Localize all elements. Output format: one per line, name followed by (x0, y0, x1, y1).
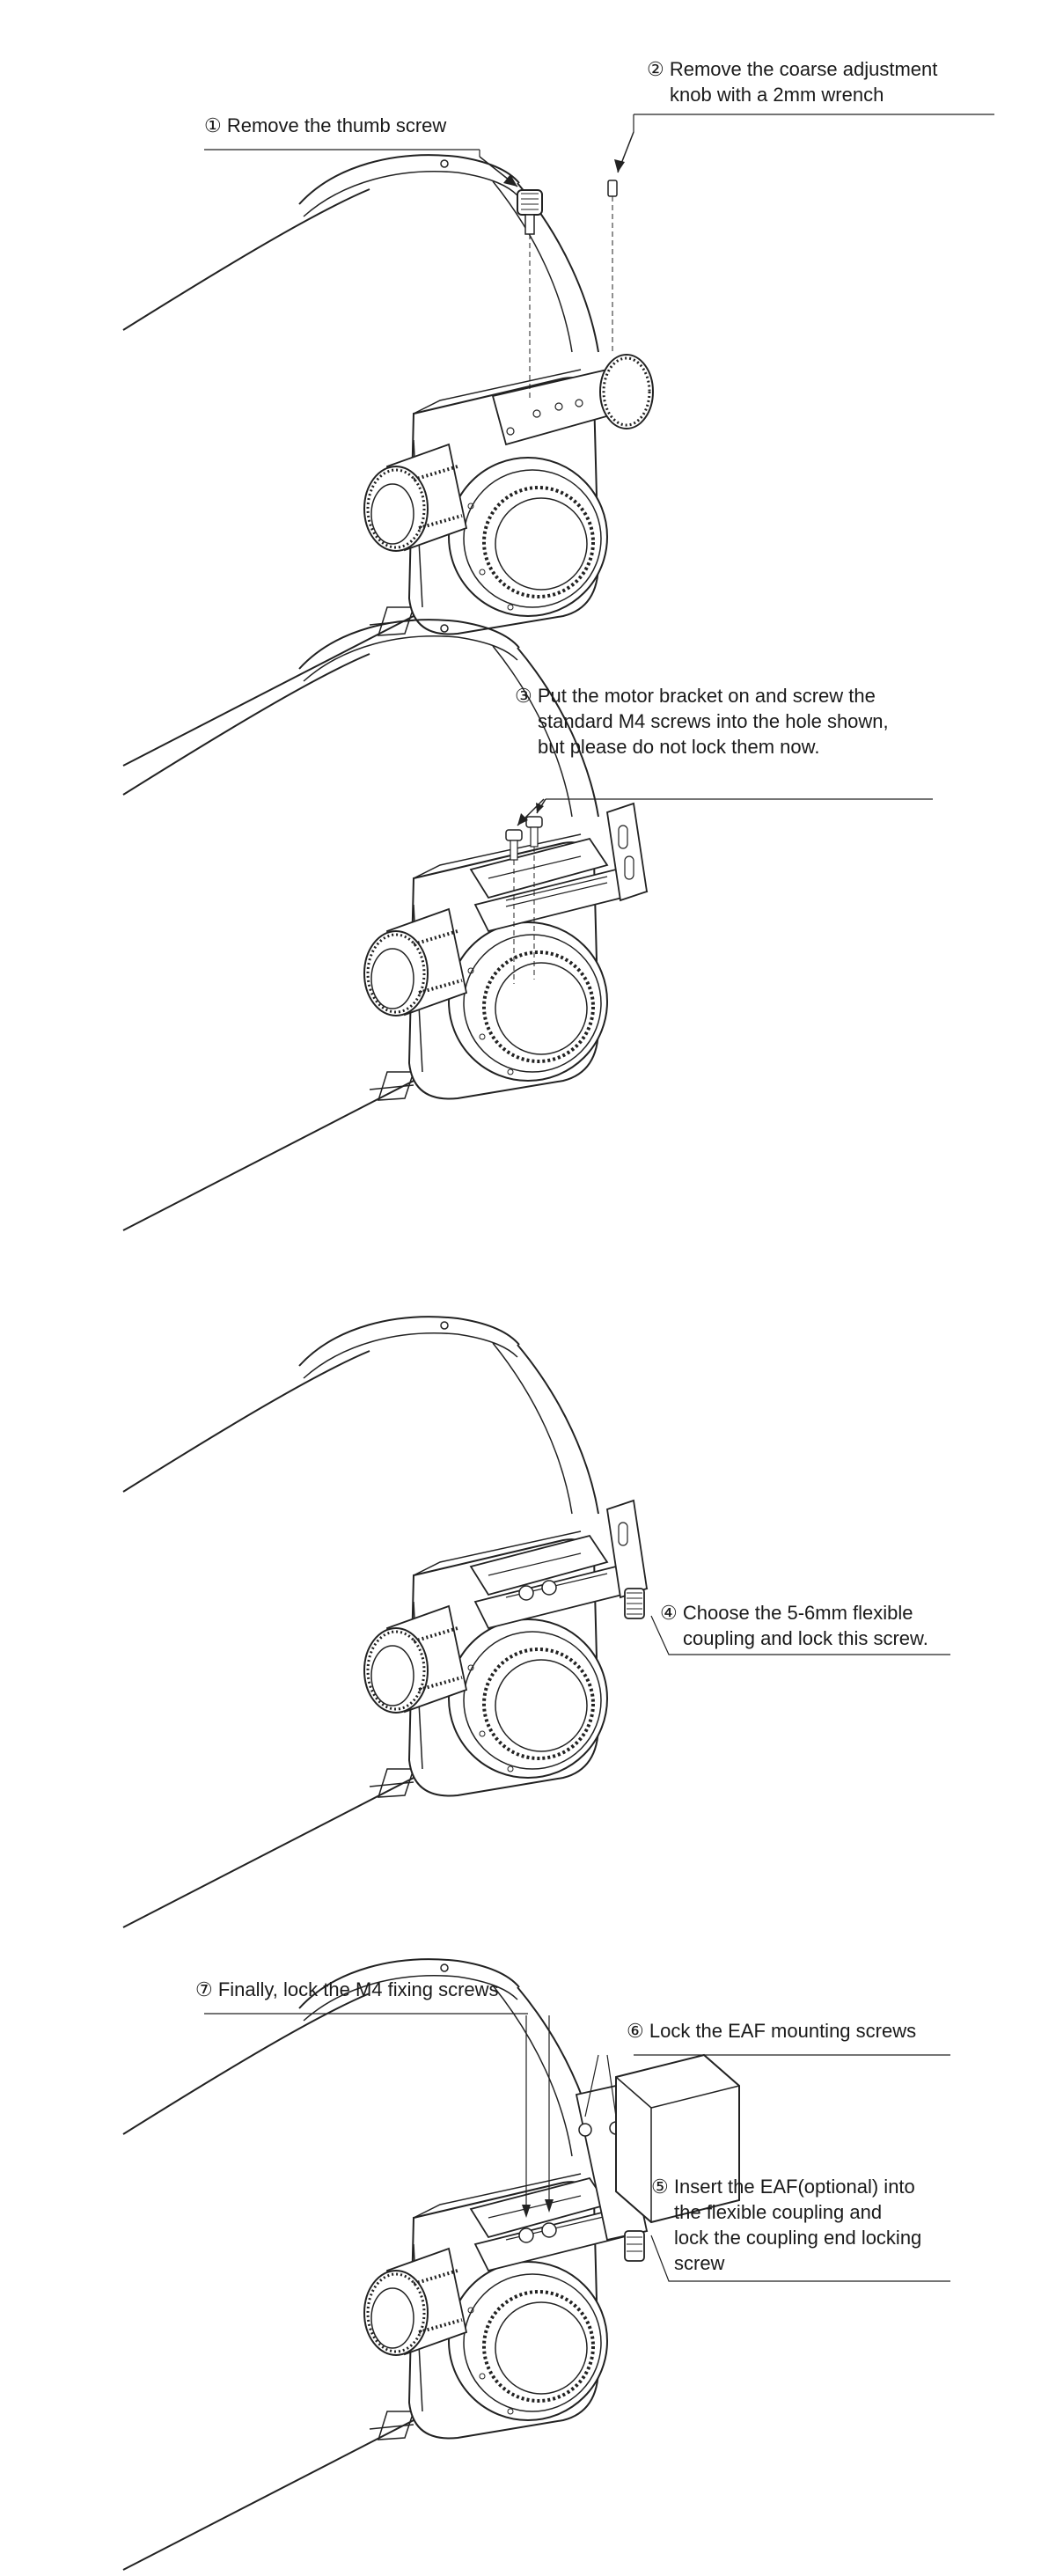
step-1-label: ① Remove the thumb screw (204, 114, 447, 136)
thumb-screw (517, 189, 543, 400)
step-2-label: ② Remove the coarse adjustment knob with… (647, 58, 938, 106)
m4-screws (505, 816, 543, 984)
step-6-label: ⑥ Lock the EAF mounting screws (627, 2020, 917, 2042)
step-4-label: ④ Choose the 5-6mm flexible coupling and… (660, 1602, 928, 1649)
panel-3-flexible-coupling (122, 1316, 649, 1928)
set-screw (607, 180, 618, 352)
panel-4-eaf-mounting (122, 1958, 740, 2571)
step-5-label: ⑤ Insert the EAF(optional) into the flex… (651, 2176, 922, 2274)
step-3-label: ③ Put the motor bracket on and screw the… (515, 685, 889, 758)
motor-bracket (473, 802, 649, 933)
flexible-coupling (624, 1588, 645, 1619)
step-7-label: ⑦ Finally, lock the M4 fixing screws (195, 1978, 499, 2000)
panel-2-motor-bracket (122, 619, 649, 1231)
panel-1-remove-thumb-screw (122, 114, 994, 767)
